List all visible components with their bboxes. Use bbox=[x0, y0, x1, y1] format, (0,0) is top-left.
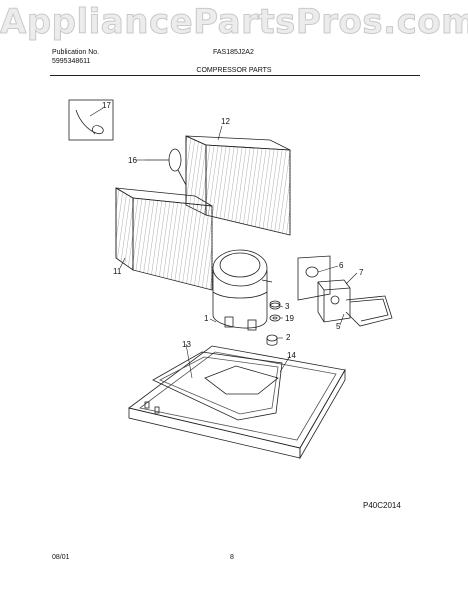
callout-19: 19 bbox=[285, 314, 294, 323]
leader-lines bbox=[89, 107, 358, 379]
callout-12: 12 bbox=[221, 117, 230, 126]
part-16-tube bbox=[145, 148, 187, 186]
callout-2: 2 bbox=[286, 333, 291, 342]
callout-7: 7 bbox=[359, 268, 364, 277]
part-17-capillary-tube bbox=[68, 99, 114, 141]
callout-5: 5 bbox=[336, 322, 341, 331]
part-7-terminal-cover bbox=[317, 279, 351, 323]
callout-1: 1 bbox=[204, 314, 209, 323]
part-11-evaporator-coil bbox=[115, 187, 213, 291]
watermark: AppliancePartsPros.com bbox=[0, 2, 468, 43]
part-6-gasket bbox=[297, 255, 331, 301]
callout-16: 16 bbox=[128, 156, 137, 165]
callout-3: 3 bbox=[285, 302, 290, 311]
part-13-insulation-pad bbox=[152, 351, 283, 421]
part-5-bracket bbox=[345, 295, 393, 327]
callout-14: 14 bbox=[287, 351, 296, 360]
part-14-base-pan bbox=[128, 345, 346, 460]
header-rule bbox=[50, 75, 420, 76]
part-2-mount bbox=[266, 334, 278, 346]
section-title: COMPRESSOR PARTS bbox=[196, 67, 272, 74]
part-1-compressor bbox=[212, 249, 273, 331]
callout-6: 6 bbox=[339, 261, 344, 270]
footer-date: 08/01 bbox=[52, 554, 70, 561]
publication-label: Publication No. bbox=[52, 49, 100, 56]
callout-13: 13 bbox=[182, 340, 191, 349]
model-number: FAS185J2A2 bbox=[213, 49, 254, 56]
callout-11: 11 bbox=[113, 267, 122, 276]
callout-17: 17 bbox=[102, 101, 111, 110]
page-number: 8 bbox=[230, 554, 234, 561]
publication-number: 5995348611 bbox=[52, 58, 91, 65]
part-19-washer bbox=[269, 314, 281, 322]
figure-code: P40C2014 bbox=[363, 501, 401, 510]
part-3-grommet bbox=[269, 300, 281, 310]
